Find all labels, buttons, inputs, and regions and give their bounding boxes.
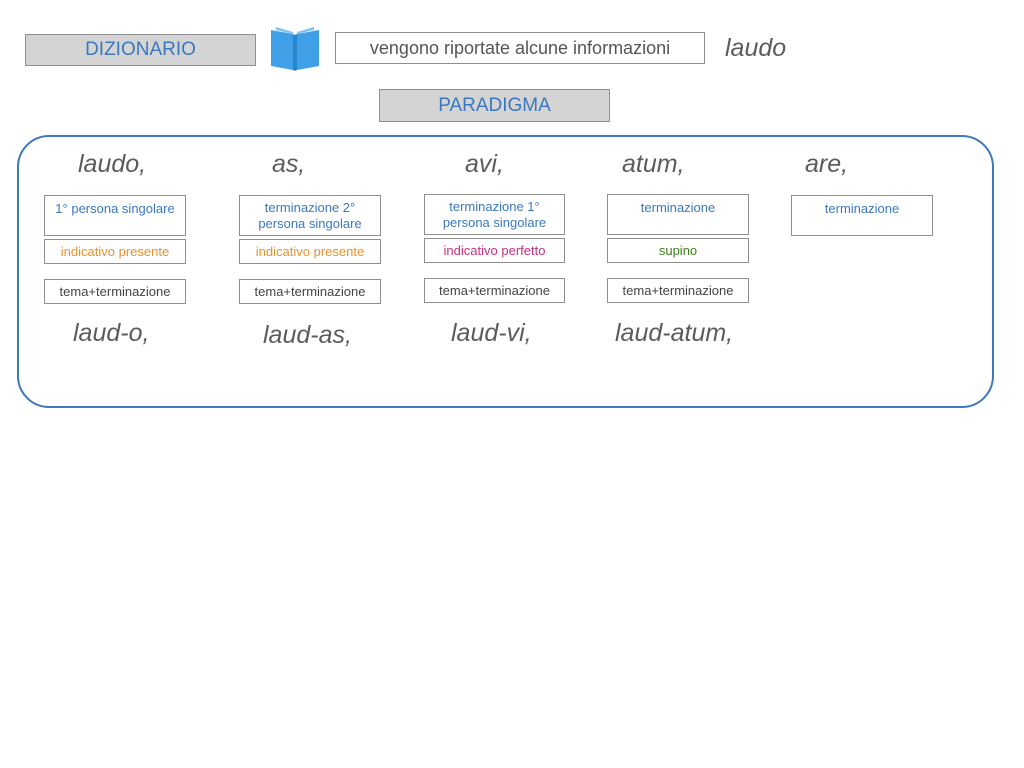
role-box: terminazione 1° persona singolare	[424, 194, 565, 235]
open-book-icon	[268, 24, 322, 72]
role-box: terminazione	[607, 194, 749, 235]
paradigm-form: avi,	[465, 150, 504, 178]
split-form: laud-o,	[73, 319, 150, 347]
dizionario-label: DIZIONARIO	[25, 34, 256, 66]
tense-box: indicativo presente	[239, 239, 381, 264]
tense-box: indicativo perfetto	[424, 238, 565, 263]
tense-box: indicativo presente	[44, 239, 186, 264]
structure-box: tema+terminazione	[44, 279, 186, 304]
headword: laudo	[725, 34, 787, 62]
paradigm-form: as,	[272, 150, 306, 178]
paradigm-form: are,	[805, 150, 849, 178]
split-form: laud-atum,	[615, 319, 734, 347]
tense-box: supino	[607, 238, 749, 263]
role-box: 1° persona singolare	[44, 195, 186, 236]
info-text-box: vengono riportate alcune informazioni	[335, 32, 705, 64]
paradigm-panel	[17, 135, 994, 408]
paradigm-form: laudo,	[78, 150, 147, 178]
structure-box: tema+terminazione	[239, 279, 381, 304]
split-form: laud-vi,	[451, 319, 532, 347]
paradigm-form: atum,	[622, 150, 685, 178]
role-box: terminazione	[791, 195, 933, 236]
structure-box: tema+terminazione	[424, 278, 565, 303]
split-form: laud-as,	[263, 321, 352, 349]
paradigma-label: PARADIGMA	[379, 89, 610, 122]
role-box: terminazione 2° persona singolare	[239, 195, 381, 236]
structure-box: tema+terminazione	[607, 278, 749, 303]
